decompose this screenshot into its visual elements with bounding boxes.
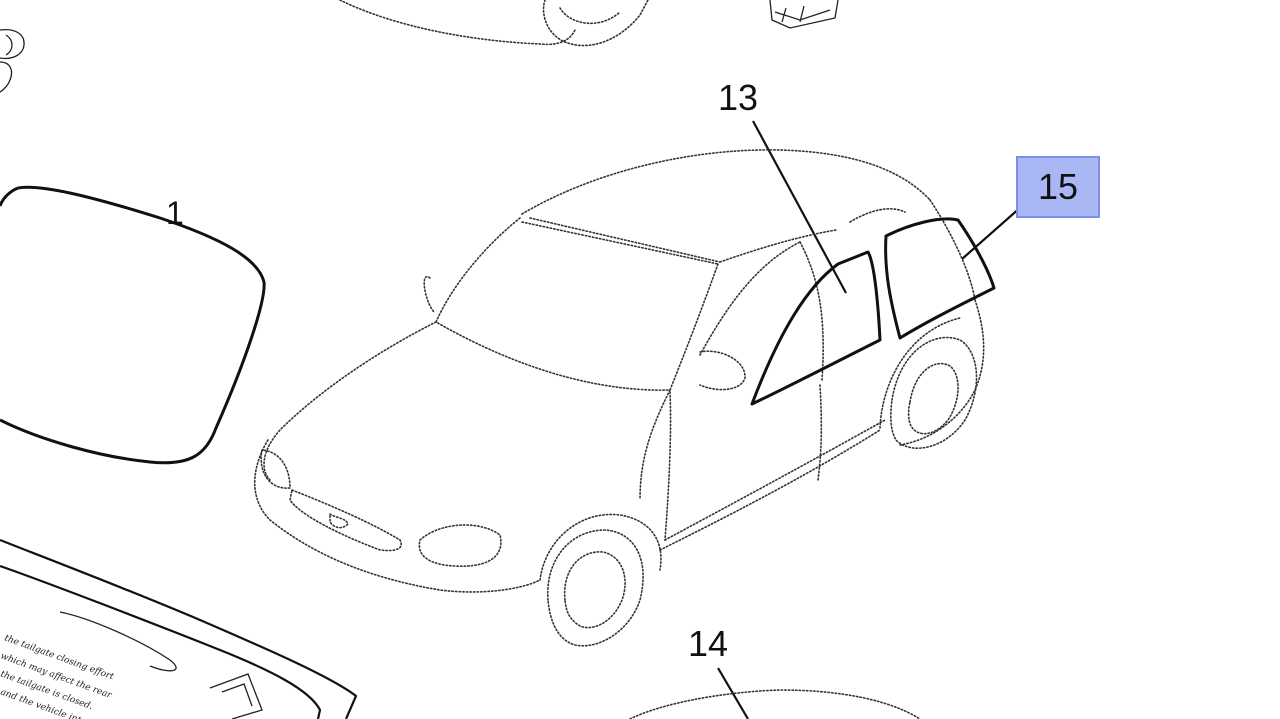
callout-part-14[interactable]: 14 bbox=[688, 623, 729, 664]
callout-part-15-label: 15 bbox=[1037, 166, 1079, 207]
instruction-card: the tailgate closing effort which may af… bbox=[0, 538, 358, 719]
top-car-fragment bbox=[339, 0, 649, 47]
callout-part-13[interactable]: 13 bbox=[718, 77, 759, 118]
mount-part bbox=[0, 28, 25, 93]
callout-part-15-selected[interactable]: 15 bbox=[1016, 156, 1100, 218]
clip-part bbox=[769, 0, 839, 29]
quarter-glass bbox=[884, 217, 996, 340]
windshield-glass bbox=[0, 185, 266, 465]
rear-glass-fragment bbox=[629, 689, 921, 719]
car-outline bbox=[253, 149, 985, 647]
windshield-glass-top-edge bbox=[0, 186, 19, 207]
callout-part-1[interactable]: 1 bbox=[166, 195, 184, 231]
door-glass bbox=[750, 250, 882, 406]
